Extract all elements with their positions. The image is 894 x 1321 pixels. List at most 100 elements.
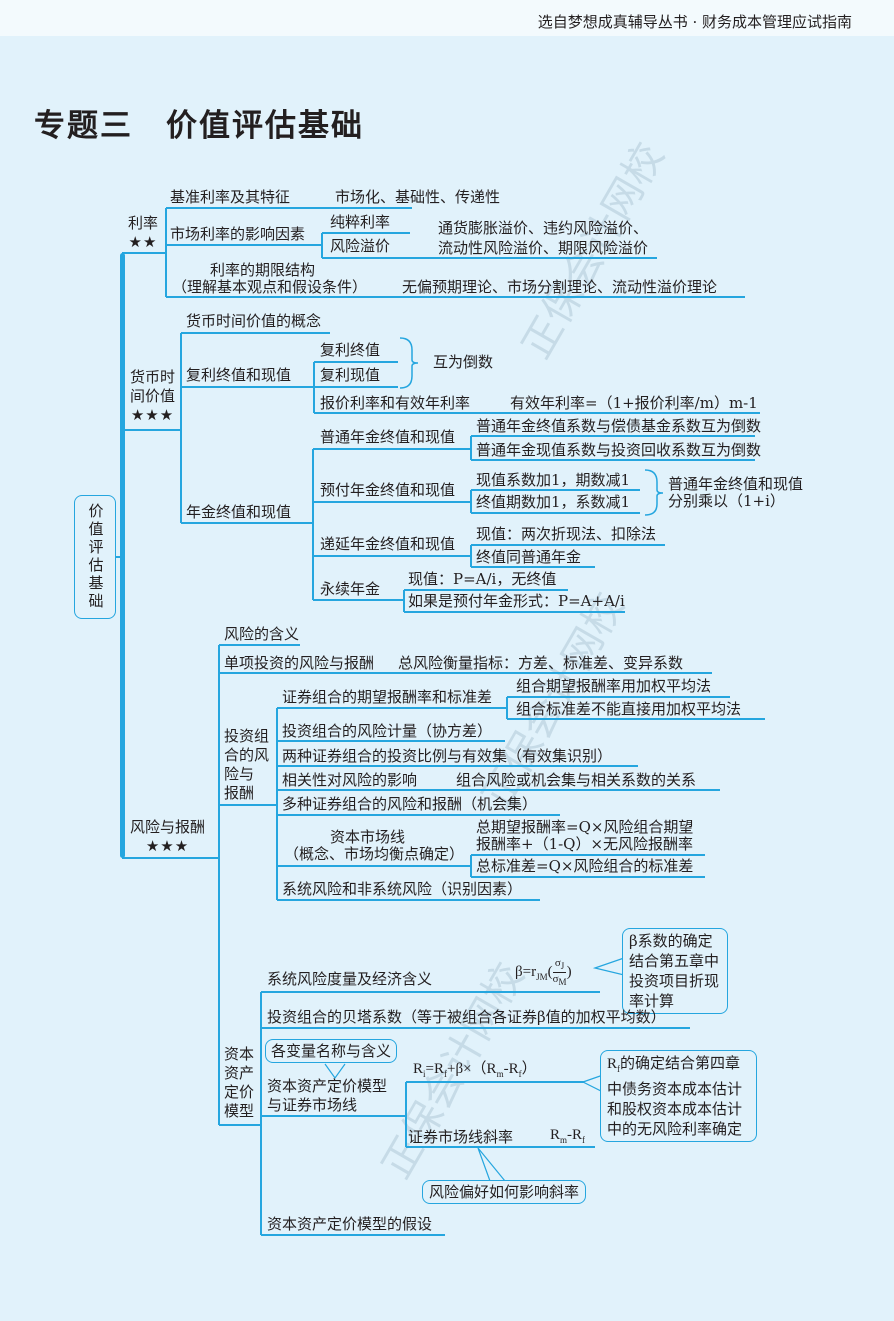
connector-line (119, 253, 125, 858)
connector-line (406, 1081, 590, 1083)
connector-line (122, 857, 219, 859)
connector-line (406, 1146, 595, 1148)
page-header: 选自梦想成真辅导丛书 · 财务成本管理应试指南 (0, 0, 894, 36)
connector-line (507, 718, 765, 720)
node-benchmark-features: 市场化、基础性、传递性 (335, 188, 501, 206)
root-node: 价值评估基础 (74, 495, 116, 619)
connector-line (277, 865, 471, 867)
connector-line (122, 252, 166, 254)
branch-label: 利率 (128, 214, 159, 232)
callout-pointer-slope (477, 1147, 507, 1182)
branch-interest-rate: 利率★★ (128, 214, 158, 252)
node-due-note-2: 分别乘以（1+i） (668, 492, 785, 510)
node-c4: 资本资产定价模型的假设 (267, 1215, 433, 1233)
connector-line (403, 590, 405, 612)
node-pure-rate: 纯粹利率 (330, 213, 391, 231)
connector-line (314, 412, 760, 414)
connector-line (166, 244, 322, 246)
node-c2: 投资组合的贝塔系数（等于被组合各证券β值的加权平均数） (267, 1008, 666, 1026)
node-perp-1: 现值：P=A/i，无终值 (408, 570, 557, 588)
node-market-rate-factors: 市场利率的影响因素 (170, 225, 306, 243)
node-ordinary-annuity: 普通年金终值和现值 (320, 428, 456, 446)
node-risk-premium: 风险溢价 (330, 237, 391, 255)
connector-line (313, 448, 471, 450)
node-p1a: 组合期望报酬率用加权平均法 (516, 677, 712, 695)
connector-line (313, 555, 471, 557)
node-deferred-annuity: 递延年金终值和现值 (320, 535, 456, 553)
branch-label: 报酬 (224, 784, 255, 802)
connector-line (314, 386, 398, 388)
connector-line (313, 362, 315, 413)
node-p1: 证券组合的期望报酬率和标准差 (282, 688, 493, 706)
connector-line (277, 789, 720, 791)
branch-label: 资本 (224, 1045, 255, 1063)
connector-line (166, 296, 745, 298)
branch-capm: 资本资产定价模型 (224, 1045, 254, 1121)
connector-line (277, 740, 505, 742)
connector-line (471, 876, 705, 878)
node-p4a: 组合风险或机会集与相关系数的关系 (456, 771, 697, 789)
connector-line (404, 611, 625, 613)
connector-line (471, 489, 640, 491)
connector-line (471, 459, 755, 461)
connector-line (312, 449, 314, 600)
callout-line: 中的无风险利率确定 (607, 1120, 743, 1138)
node-term-structure: 利率的期限结构 (210, 261, 316, 279)
branch-label: 投资组 (224, 727, 270, 745)
node-sml-slope: 证券市场线斜率 (408, 1128, 514, 1146)
connector-line (261, 991, 600, 993)
node-tvm-concept: 货币时间价值的概念 (186, 312, 322, 330)
connector-line (470, 545, 472, 567)
connector-line (181, 522, 313, 524)
node-compound-pv: 复利现值 (320, 366, 381, 384)
connector-line (261, 1234, 445, 1236)
connector-line (471, 854, 705, 856)
connector-line (470, 436, 472, 460)
node-perp-2: 如果是预付年金形式：P=A+A/i (408, 592, 625, 610)
connector-line (181, 332, 330, 334)
branch-risk-return: 风险与报酬★★★ (130, 818, 205, 856)
connector-line (219, 804, 277, 806)
node-p2: 投资组合的风险计量（协方差） (282, 722, 493, 740)
node-benchmark-rate: 基准利率及其特征 (170, 188, 291, 206)
connector-line (470, 855, 472, 877)
connector-line (218, 645, 220, 1125)
callout-variables: 各变量名称与含义 (265, 1039, 398, 1063)
connector-line (261, 1115, 406, 1117)
node-c1: 系统风险度量及经济含义 (267, 970, 433, 988)
node-ordinary-1: 普通年金终值系数与偿债基金系数互为倒数 (476, 417, 762, 435)
connector-line (260, 992, 262, 1235)
connector-line (219, 644, 300, 646)
connector-line (180, 333, 182, 523)
connector-line (314, 361, 398, 363)
node-quoted-rate: 报价利率和有效年利率 (320, 394, 471, 412)
node-p6: 系统风险和非系统风险（识别因素） (282, 880, 523, 898)
capm-formula: Ri=Rf+β×（Rm-Rf） (413, 1061, 537, 1079)
node-single-investment: 单项投资的风险与报酬 (224, 654, 375, 672)
connector-line (405, 1082, 407, 1147)
node-term-structure-note: （理解基本观点和假设条件） (172, 278, 368, 296)
branch-label: 合的风 (224, 746, 270, 764)
node-perpetuity: 永续年金 (320, 580, 381, 598)
branch-portfolio: 投资组合的风险与报酬 (224, 727, 269, 803)
callout-line: 和股权资本成本估计 (607, 1100, 743, 1118)
branch-time-value: 货币时间价值★★★ (130, 368, 175, 425)
node-risk-meaning: 风险的含义 (224, 625, 300, 643)
node-p5: 多种证券组合的风险和报酬（机会集） (282, 795, 538, 813)
branch-label: 资产 (224, 1064, 255, 1082)
connector-line (507, 696, 730, 698)
node-cml-a1: 总期望报酬率=Q×风险组合期望 (476, 818, 694, 836)
callout-risk-preference: 风险偏好如何影响斜率 (422, 1180, 587, 1204)
callout-rf-note: Rf的确定结合第四章 中债务资本成本估计和股权资本成本估计中的无风险利率确定 (600, 1050, 757, 1142)
node-due-note-1: 普通年金终值和现值 (668, 475, 804, 493)
callout-line: 结合第五章中 (629, 952, 720, 970)
node-c3-sml: 与证券市场线 (267, 1096, 358, 1114)
slope-formula: Rm-Rf (550, 1127, 586, 1145)
callout-line: 中债务资本成本估计 (607, 1080, 743, 1098)
connector-line (404, 589, 568, 591)
branch-label: 间价值 (130, 387, 176, 405)
connector-line (277, 899, 540, 901)
callout-beta-note: β系数的确定结合第五章中投资项目折现率计算 (622, 928, 728, 1014)
